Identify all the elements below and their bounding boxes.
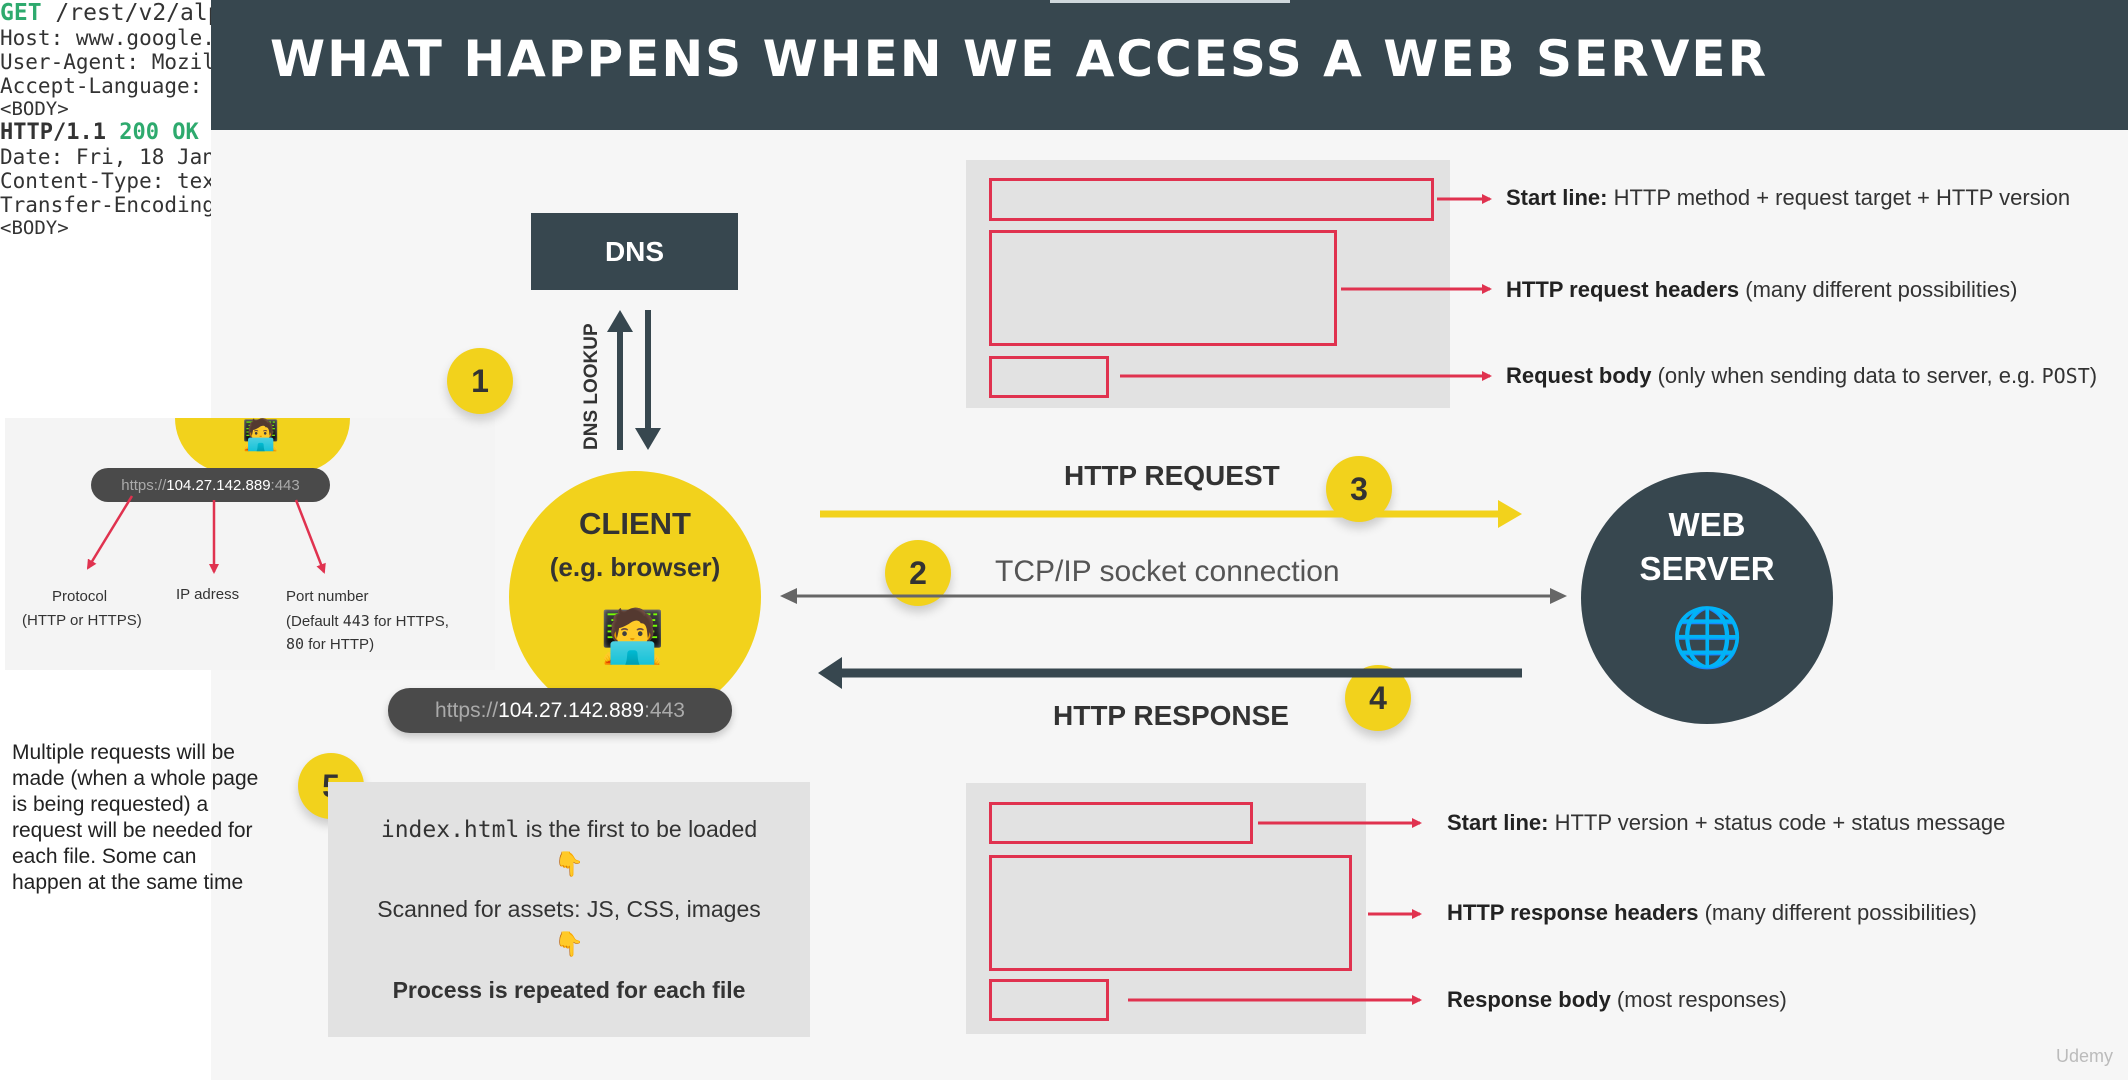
process-step-1: index.html is the first to be loaded [380,816,758,843]
port-sub-1: (Default 443 for HTTPS, [286,612,449,630]
client-circle [509,471,761,723]
request-body-box [989,356,1109,398]
url-bar: https://104.27.142.889:443 [388,688,732,733]
http-response-arrow [818,657,1522,689]
response-headers-note: HTTP response headers (many different po… [1447,900,1977,925]
web-server-label: WEB [1668,506,1746,543]
request-headers-box [989,230,1337,346]
response-start-line: HTTP/1.1 200 OK [0,120,199,145]
protocol-label: Protocol [52,588,108,605]
protocol-sub: (HTTP or HTTPS) [22,612,142,629]
request-body-note: Request body (only when sending data to … [1506,363,2098,388]
request-start-note: Start line: HTTP method + request target… [1506,185,2071,210]
page-title: WHAT HAPPENS WHEN WE ACCESS A WEB SERVER [270,30,1769,88]
pointing-down-icon: 👇 [554,931,584,958]
response-body-note: Response body (most responses) [1447,987,1787,1012]
request-panel [966,160,1450,408]
web-server-label-2: SERVER [1639,550,1775,587]
url-scheme: https:// [435,698,499,722]
tcp-connection-arrow [780,588,1567,604]
http-request-arrow [820,500,1522,528]
url-port: :443 [644,698,685,722]
response-body: <BODY> [0,217,69,239]
request-body: <BODY> [0,98,69,120]
web-server-circle [1581,472,1833,724]
response-start-note: Start line: HTTP version + status code +… [1447,810,2006,835]
request-note-arrows [1120,194,1492,381]
process-step-3: Process is repeated for each file [392,977,746,1003]
response-body-box [989,979,1109,1021]
url-bar-small: https://104.27.142.889:443 [91,468,330,502]
response-start-line-box [989,802,1253,844]
globe-icon: 🌐 [1671,605,1744,670]
client-circle-fragment [175,418,350,473]
response-note-arrows [1128,818,1422,1005]
person-laptop-icon: 🧑‍💻 [242,419,280,452]
ip-label: IP adress [176,586,240,603]
response-panel [966,783,1366,1034]
url-ip: 104.27.142.889 [498,698,645,722]
request-start-line-box [989,178,1434,221]
url-breakdown-arrows [86,495,326,574]
client-label: CLIENT [579,506,691,541]
pointing-down-icon: 👇 [554,851,584,878]
request-headers-note: HTTP request headers (many different pos… [1506,277,2018,302]
request-header-host: Host: www.google.com [0,26,253,50]
tcp-label: TCP/IP socket connection [995,555,1340,588]
title-bar-accent [1050,0,1290,3]
dns-box: DNS [531,213,738,290]
http-request-label: HTTP REQUEST [1064,460,1280,491]
title-bar [211,0,2128,130]
client-sublabel: (e.g. browser) [549,552,721,582]
url-scheme: https:// [121,476,167,494]
process-panel [328,782,810,1037]
port-sub-2: 80 for HTTP) [286,635,375,653]
process-step-2: Scanned for assets: JS, CSS, images [377,896,761,922]
url-ip: 104.27.142.889 [166,476,271,494]
port-label: Port number [286,588,369,605]
udemy-watermark: Udemy [2056,1046,2114,1066]
http-response-label: HTTP RESPONSE [1053,700,1289,731]
dns-lookup-arrows [607,310,661,450]
step-1-badge: 1 [447,348,513,414]
url-port: :443 [270,476,300,494]
side-note: Multiple requests will be made (when a w… [12,741,259,894]
person-laptop-icon: 🧑‍💻 [600,608,665,666]
response-headers-box [989,855,1352,971]
